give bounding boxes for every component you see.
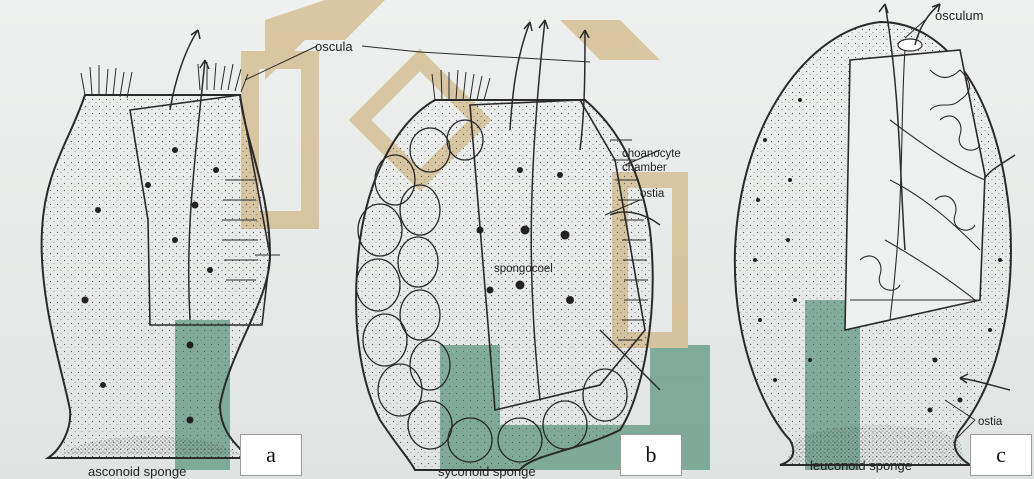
label-ostia-b: ostia [640,188,665,200]
caption-asconoid: asconoid sponge [88,464,186,479]
caption-syconoid: syconoid sponge [438,464,536,479]
oscular-fringe [81,62,248,98]
label-spongocoel: spongocoel [494,263,553,275]
label-osculum: osculum [935,8,983,23]
leuconoid-sponge-drawing [735,4,1015,465]
label-choanocyte: choanocyte [622,148,681,160]
label-ostia-c: ostia [978,416,1003,428]
label-oscula: oscula [315,39,353,54]
panel-letter-b: b [620,434,682,476]
panel-letter-a: a [240,434,302,476]
caption-leuconoid: leuconoid sponge [810,458,912,473]
label-chamber: chamber [622,162,667,174]
panel-letter-c: c [970,434,1032,476]
